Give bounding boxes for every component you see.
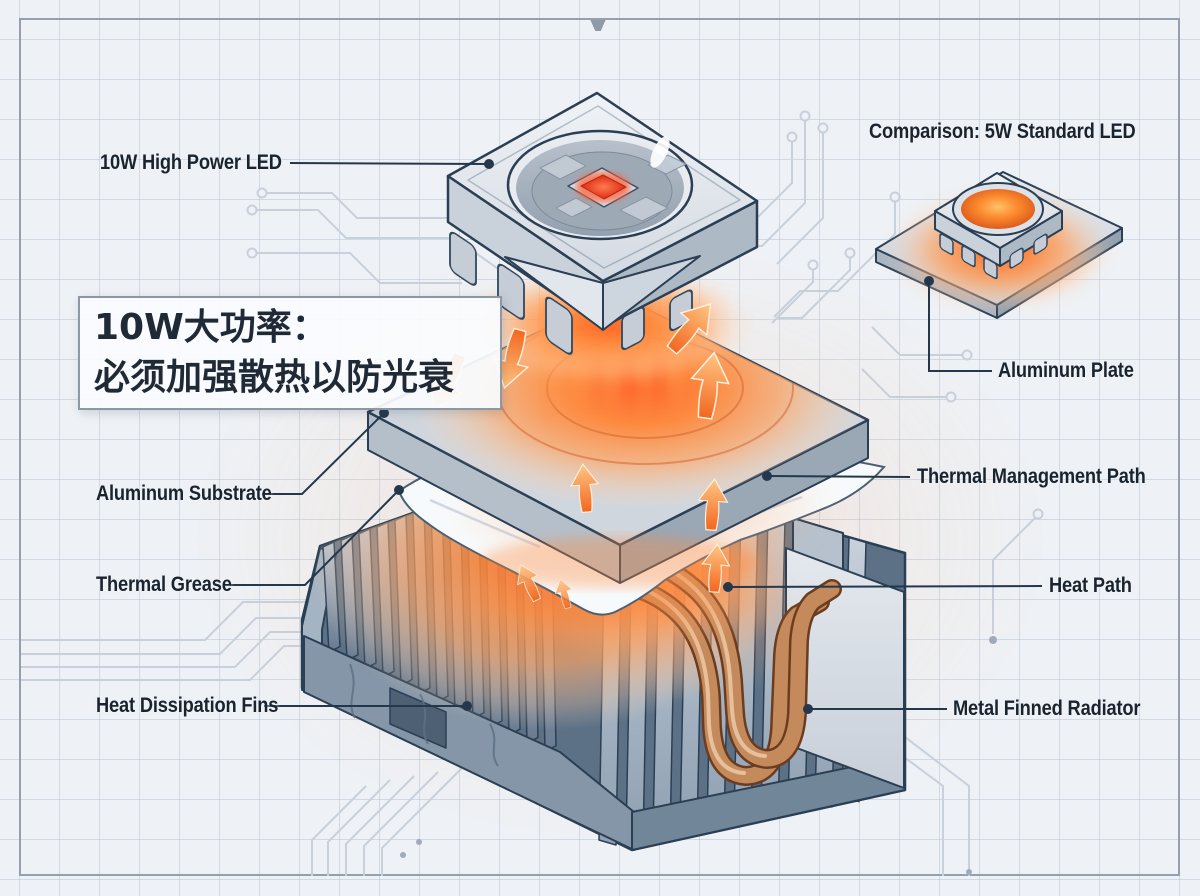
callout-box: 10W大功率： 必须加强散热以防光衰	[78, 296, 502, 410]
label-comparison-title: Comparison: 5W Standard LED	[869, 119, 1136, 143]
callout-line-1: 10W大功率：	[94, 307, 328, 348]
comparison-led-illustration	[875, 171, 1123, 319]
label-main-led: 10W High Power LED	[100, 150, 282, 174]
label-heat-path: Heat Path	[1049, 573, 1132, 597]
label-aluminum-substrate: Aluminum Substrate	[96, 481, 272, 505]
label-metal-finned-radiator: Metal Finned Radiator	[953, 696, 1141, 720]
label-thermal-management-path: Thermal Management Path	[917, 464, 1146, 488]
diagram-frame	[19, 18, 1180, 876]
comparison-led-lens	[961, 189, 1035, 229]
led-chip-die	[580, 174, 627, 200]
label-heat-dissipation-fins: Heat Dissipation Fins	[96, 693, 279, 717]
label-aluminum-plate: Aluminum Plate	[998, 358, 1134, 382]
callout-line-2: 必须加强散热以防光衰	[94, 357, 455, 398]
leader-lines	[230, 159, 1043, 714]
frame-top-tick	[590, 20, 606, 31]
main-led-illustration	[446, 91, 759, 355]
label-thermal-grease: Thermal Grease	[96, 572, 232, 596]
